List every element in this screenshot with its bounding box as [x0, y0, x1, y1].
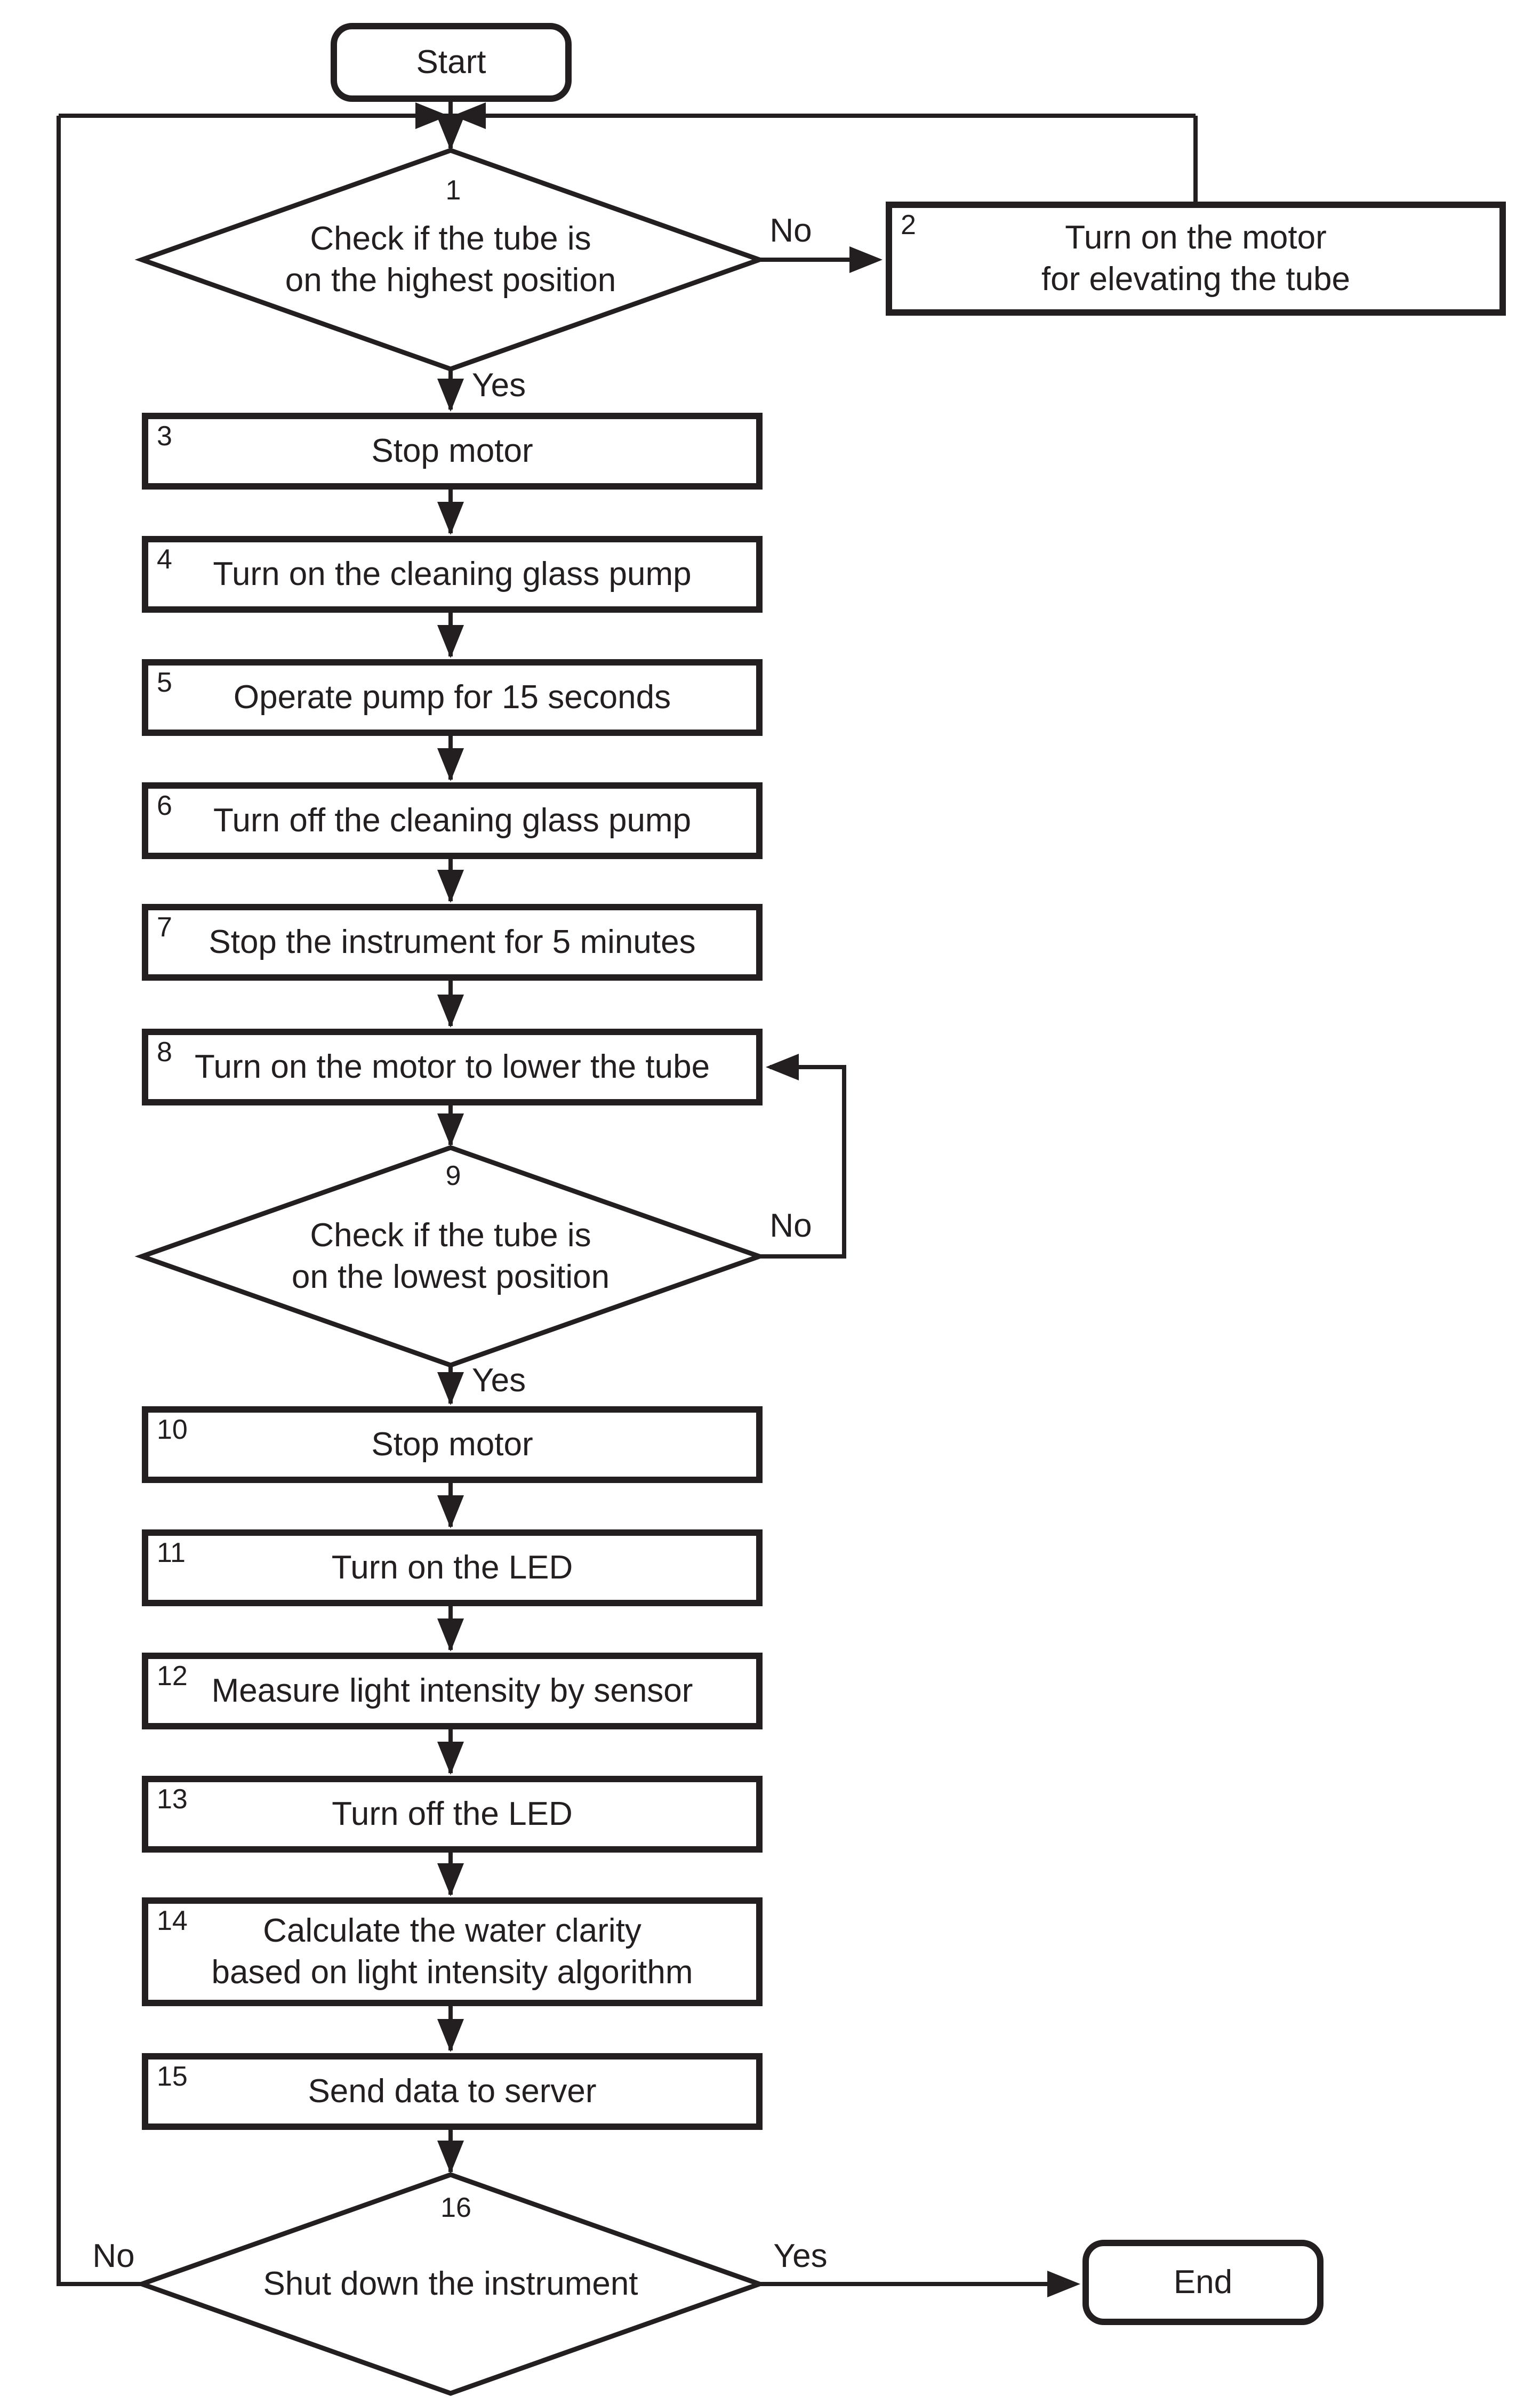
- process-11: 11 Turn on the LED: [142, 1529, 763, 1606]
- decision-16-shape: [134, 2172, 767, 2396]
- arrowhead-into-box14: [437, 1863, 464, 1896]
- process-14: 14 Calculate the water clarity based on …: [142, 1897, 763, 2006]
- process-14-number: 14: [157, 1905, 188, 1936]
- arrowhead-into-decision16: [437, 2141, 464, 2174]
- arrowhead-into-box8: [437, 995, 464, 1028]
- process-10-label: Stop motor: [371, 1426, 533, 1463]
- process-7: 7 Stop the instrument for 5 minutes: [142, 904, 763, 981]
- process-2-number: 2: [901, 210, 916, 241]
- arrowhead-into-box10: [437, 1372, 464, 1405]
- process-2: 2 Turn on the motor for elevating the tu…: [886, 202, 1506, 316]
- process-5-number: 5: [157, 667, 172, 698]
- process-15: 15 Send data to server: [142, 2053, 763, 2130]
- arrowhead-into-end: [1047, 2271, 1080, 2297]
- process-2-line2: for elevating the tube: [1041, 261, 1351, 298]
- process-6-label: Turn off the cleaning glass pump: [213, 802, 692, 839]
- arrowhead-merge-from-left: [415, 102, 448, 129]
- arrowhead-into-box4: [437, 502, 464, 535]
- process-5-label: Operate pump for 15 seconds: [233, 679, 671, 716]
- start-label: Start: [416, 44, 486, 81]
- process-8-label: Turn on the motor to lower the tube: [194, 1048, 710, 1085]
- process-13-label: Turn off the LED: [332, 1796, 573, 1832]
- arrowhead-merge-from-right: [453, 102, 486, 129]
- edge-label-d16-yes: Yes: [773, 2238, 828, 2274]
- connector-d16-no-return: [57, 116, 142, 2286]
- process-3-number: 3: [157, 421, 172, 452]
- arrowhead-into-decision1: [437, 117, 464, 150]
- process-3-label: Stop motor: [371, 432, 533, 469]
- process-10: 10 Stop motor: [142, 1406, 763, 1483]
- edge-label-d16-no: No: [92, 2238, 135, 2274]
- arrowhead-into-box13: [437, 1742, 464, 1775]
- process-12-number: 12: [157, 1661, 188, 1692]
- process-13-number: 13: [157, 1784, 188, 1815]
- decision-9-shape: [134, 1145, 767, 1368]
- end-label: End: [1173, 2264, 1233, 2301]
- connector-d9-no-loop: [759, 1065, 846, 1259]
- process-12: 12 Measure light intensity by sensor: [142, 1653, 763, 1729]
- process-3: 3 Stop motor: [142, 413, 763, 490]
- arrowhead-into-box7: [437, 870, 464, 903]
- process-15-label: Send data to server: [308, 2073, 597, 2110]
- start-node: Start: [331, 23, 572, 102]
- end-node: End: [1082, 2240, 1324, 2325]
- arrowhead-into-box3: [437, 379, 464, 412]
- process-6: 6 Turn off the cleaning glass pump: [142, 782, 763, 859]
- process-2-line1: Turn on the motor: [1065, 219, 1327, 256]
- process-8-number: 8: [157, 1037, 172, 1068]
- process-7-label: Stop the instrument for 5 minutes: [208, 924, 696, 960]
- process-11-label: Turn on the LED: [331, 1549, 573, 1586]
- decision-9-number: 9: [445, 1160, 461, 1191]
- decision-16-label: Shut down the instrument: [263, 2265, 638, 2302]
- decision-1-text: Check if the tube is on the highest posi…: [184, 201, 717, 318]
- decision-1-number: 1: [445, 175, 461, 206]
- decision-9-line2: on the lowest position: [291, 1259, 610, 1295]
- edge-label-d9-no: No: [769, 1207, 812, 1244]
- arrowhead-into-box2: [849, 246, 883, 273]
- process-7-number: 7: [157, 912, 172, 943]
- arrowhead-into-box11: [437, 1495, 464, 1528]
- decision-1-line1: Check if the tube is: [310, 220, 591, 257]
- decision-9-text: Check if the tube is on the lowest posit…: [184, 1198, 717, 1315]
- process-11-number: 11: [157, 1537, 186, 1568]
- arrowhead-into-box12: [437, 1618, 464, 1652]
- decision-9-line1: Check if the tube is: [310, 1217, 591, 1254]
- process-12-label: Measure light intensity by sensor: [211, 1672, 693, 1709]
- process-6-number: 6: [157, 790, 172, 821]
- arrowhead-d9-no-into-box8: [766, 1054, 799, 1080]
- edge-label-d9-yes: Yes: [472, 1362, 526, 1399]
- process-10-number: 10: [157, 1414, 188, 1445]
- decision-16-number: 16: [440, 2192, 471, 2223]
- process-14-line1: Calculate the water clarity: [263, 1912, 641, 1949]
- arrowhead-into-box6: [437, 748, 464, 781]
- decision-16-text: Shut down the instrument: [184, 2255, 717, 2313]
- process-14-line2: based on light intensity algorithm: [211, 1954, 693, 1991]
- arrowhead-into-decision9: [437, 1113, 464, 1147]
- edge-label-d1-yes: Yes: [472, 367, 526, 404]
- process-13: 13 Turn off the LED: [142, 1776, 763, 1853]
- process-4-label: Turn on the cleaning glass pump: [213, 556, 692, 592]
- arrowhead-into-box5: [437, 625, 464, 658]
- edge-label-d1-no: No: [769, 212, 812, 249]
- decision-1-line2: on the highest position: [285, 262, 616, 299]
- process-4-number: 4: [157, 544, 172, 575]
- process-15-number: 15: [157, 2061, 188, 2092]
- process-8: 8 Turn on the motor to lower the tube: [142, 1029, 763, 1105]
- process-5: 5 Operate pump for 15 seconds: [142, 659, 763, 736]
- decision-1-shape: [134, 148, 767, 372]
- arrowhead-into-box15: [437, 2019, 464, 2052]
- process-4: 4 Turn on the cleaning glass pump: [142, 536, 763, 613]
